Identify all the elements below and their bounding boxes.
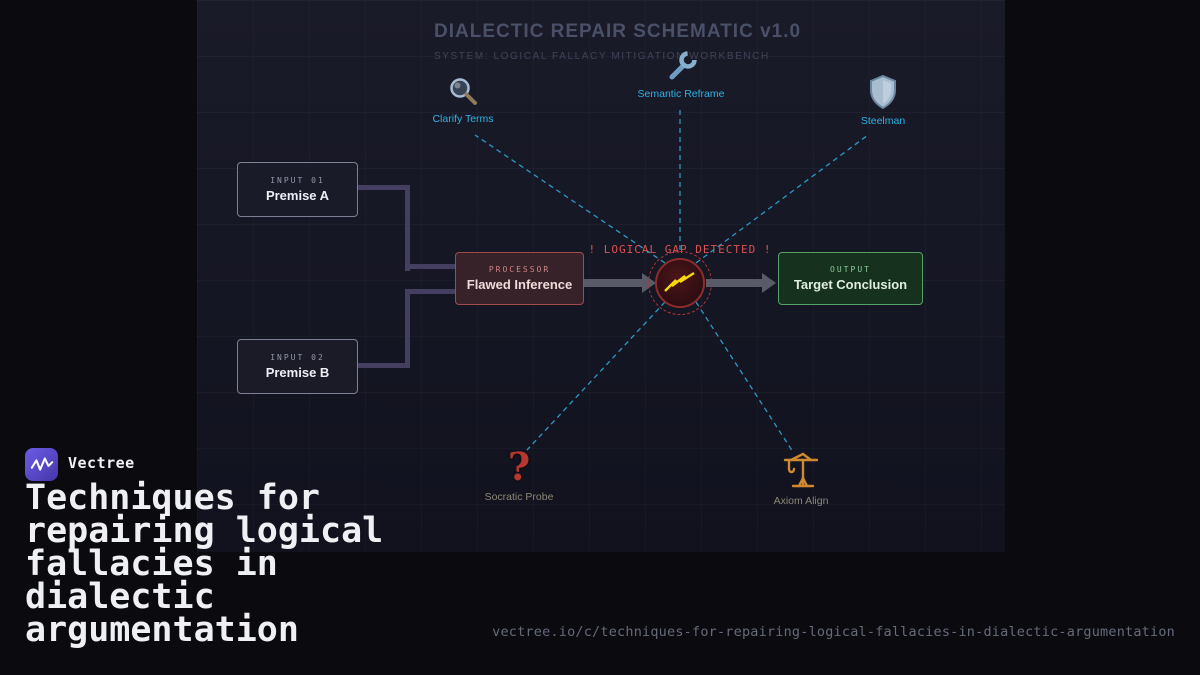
arrow-shaft xyxy=(584,279,644,287)
connector-segment xyxy=(358,363,410,368)
node-tag: OUTPUT xyxy=(830,265,871,274)
node-tag: INPUT 01 xyxy=(270,176,325,185)
technique-label: Steelman xyxy=(860,115,906,127)
post-title: Techniques for repairing logical fallaci… xyxy=(25,478,384,650)
technique-semantic-reframe: Semantic Reframe xyxy=(611,49,751,100)
wrench-icon xyxy=(669,51,697,80)
technique-label: Axiom Align xyxy=(773,495,829,507)
connector-segment xyxy=(405,289,455,294)
brand-name: Vectree xyxy=(68,454,135,472)
output-node: OUTPUT Target Conclusion xyxy=(778,252,923,305)
technique-clarify-terms: Clarify Terms xyxy=(393,74,533,125)
question-mark-icon: ? xyxy=(507,444,531,489)
technique-label: Socratic Probe xyxy=(484,491,554,503)
technique-label: Clarify Terms xyxy=(432,113,494,125)
post-url: vectree.io/c/techniques-for-repairing-lo… xyxy=(492,624,1175,640)
input-premise-a-node: INPUT 01 Premise A xyxy=(237,162,358,217)
shield-icon xyxy=(870,74,896,110)
connector-segment xyxy=(405,185,410,271)
gap-dashed-ring xyxy=(648,251,712,315)
node-label: Premise A xyxy=(265,188,330,203)
vectree-logo xyxy=(25,448,58,481)
technique-socratic-probe: ? Socratic Probe xyxy=(449,444,589,504)
magnifier-icon xyxy=(450,78,477,105)
crane-icon xyxy=(783,452,819,488)
input-premise-b-node: INPUT 02 Premise B xyxy=(237,339,358,394)
node-tag: INPUT 02 xyxy=(270,353,325,362)
connector-segment xyxy=(405,264,455,269)
processor-node: PROCESSOR Flawed Inference xyxy=(455,252,584,305)
logical-gap-alert: ! LOGICAL GAP DETECTED ! xyxy=(588,243,772,256)
technique-label: Semantic Reframe xyxy=(637,88,725,100)
node-label: Flawed Inference xyxy=(466,277,573,292)
technique-steelman: Steelman xyxy=(813,74,953,127)
logical-gap-node xyxy=(655,258,705,308)
node-tag: PROCESSOR xyxy=(488,265,551,274)
connector-segment xyxy=(358,185,410,190)
schematic-title: DIALECTIC REPAIR SCHEMATIC v1.0 xyxy=(434,21,802,42)
schematic-subtitle: SYSTEM: LOGICAL FALLACY MITIGATION WORKB… xyxy=(434,51,770,62)
technique-axiom-align: Axiom Align xyxy=(731,452,871,507)
node-label: Target Conclusion xyxy=(793,277,908,292)
pulse-wave-icon xyxy=(30,456,53,471)
arrow-shaft xyxy=(706,279,764,287)
connector-segment xyxy=(405,289,410,368)
node-label: Premise B xyxy=(265,365,330,380)
arrowhead-icon xyxy=(762,273,776,293)
lightning-zigzag-icon xyxy=(664,271,695,292)
